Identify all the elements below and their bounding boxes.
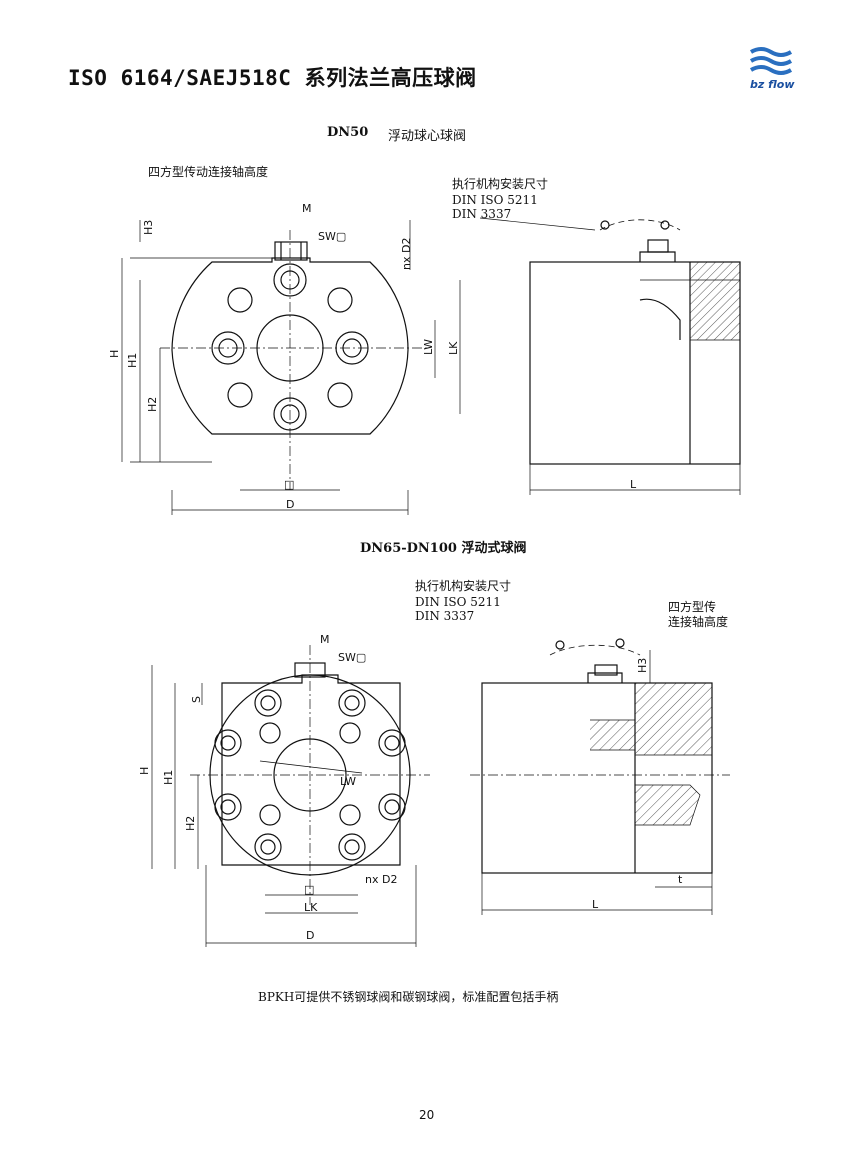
section1-subtitle: 浮动球心球阀 (388, 129, 467, 144)
dn50-label-sw: SW▢ (318, 230, 346, 243)
dn65-label-h2: H2 (184, 816, 197, 831)
section2-square-note-2: 连接轴高度 (668, 615, 729, 629)
dn50-label-lk: LK (447, 341, 460, 355)
dn50-stem (274, 241, 308, 261)
dn65-label-lw: LW (340, 775, 356, 788)
dn65-label-t: t (678, 873, 683, 886)
page-title: ISO 6164/SAEJ518C 系列法兰高压球阀 (68, 66, 477, 90)
section1-model: DN50 (327, 125, 369, 140)
section1-std1: DIN ISO 5211 (452, 193, 538, 207)
section1-square-drive-note: 四方型传动连接轴高度 (148, 165, 269, 179)
section1-std2: DIN 3337 (452, 207, 512, 221)
dn50-label-d: D (286, 498, 294, 511)
dn50-front-body (171, 257, 409, 435)
dn50-label-h1: H1 (126, 353, 139, 368)
page-number: 20 (419, 1108, 435, 1122)
dn65-label-sw: SW▢ (338, 651, 366, 664)
dn65-label-l: L (592, 898, 599, 911)
dn50-side-body (529, 261, 741, 465)
dn65-label-lk: LK (304, 901, 318, 914)
dn50-label-h: H (108, 350, 121, 358)
dn50-label-square: □ (284, 478, 294, 491)
dn50-label-h3: H3 (142, 220, 155, 235)
dn65-label-square: □ (304, 883, 314, 896)
dn50-label-lw: LW (422, 339, 435, 355)
dn50-label-l: L (630, 478, 637, 491)
section2-actuator-note: 执行机构安装尺寸 (415, 579, 512, 593)
dn65-label-h: H (138, 767, 151, 775)
dn65-front-body (221, 674, 401, 866)
dn50-label-m: M (302, 202, 312, 215)
dn50-label-h2: H2 (146, 397, 159, 412)
section1-actuator-note: 执行机构安装尺寸 (452, 177, 549, 191)
dn65-label-h3: H3 (636, 658, 649, 673)
logo-waves-icon (749, 47, 793, 75)
dn65-label-d: D (306, 929, 314, 942)
dn50-label-nxd2: nx D2 (400, 238, 413, 270)
dn50-drawing: H3 M SW▢ nx D2 H H1 H2 LW LK □ D L (108, 202, 741, 515)
dn65-label-m: M (320, 633, 330, 646)
section2-heading: DN65-DN100 浮动式球阀 (360, 541, 527, 556)
footer-note: BPKH可提供不锈钢球阀和碳钢球阀，标准配置包括手柄 (258, 990, 559, 1004)
dn65-bolts (214, 689, 406, 861)
dn65-label-s: S (190, 696, 203, 703)
section2-std1: DIN ISO 5211 (415, 595, 501, 609)
dn65-label-nxd2: nx D2 (365, 873, 397, 886)
dn65-label-h1: H1 (162, 770, 175, 785)
section2-std2: DIN 3337 (415, 609, 475, 623)
dn65-dn100-drawing: M SW▢ S H H1 H2 LW nx D2 □ LK D H3 t L (138, 633, 730, 947)
dn65-side-body (481, 682, 713, 874)
section2-square-note-1: 四方型传 (668, 600, 717, 614)
logo-text: bz flow (750, 78, 795, 91)
